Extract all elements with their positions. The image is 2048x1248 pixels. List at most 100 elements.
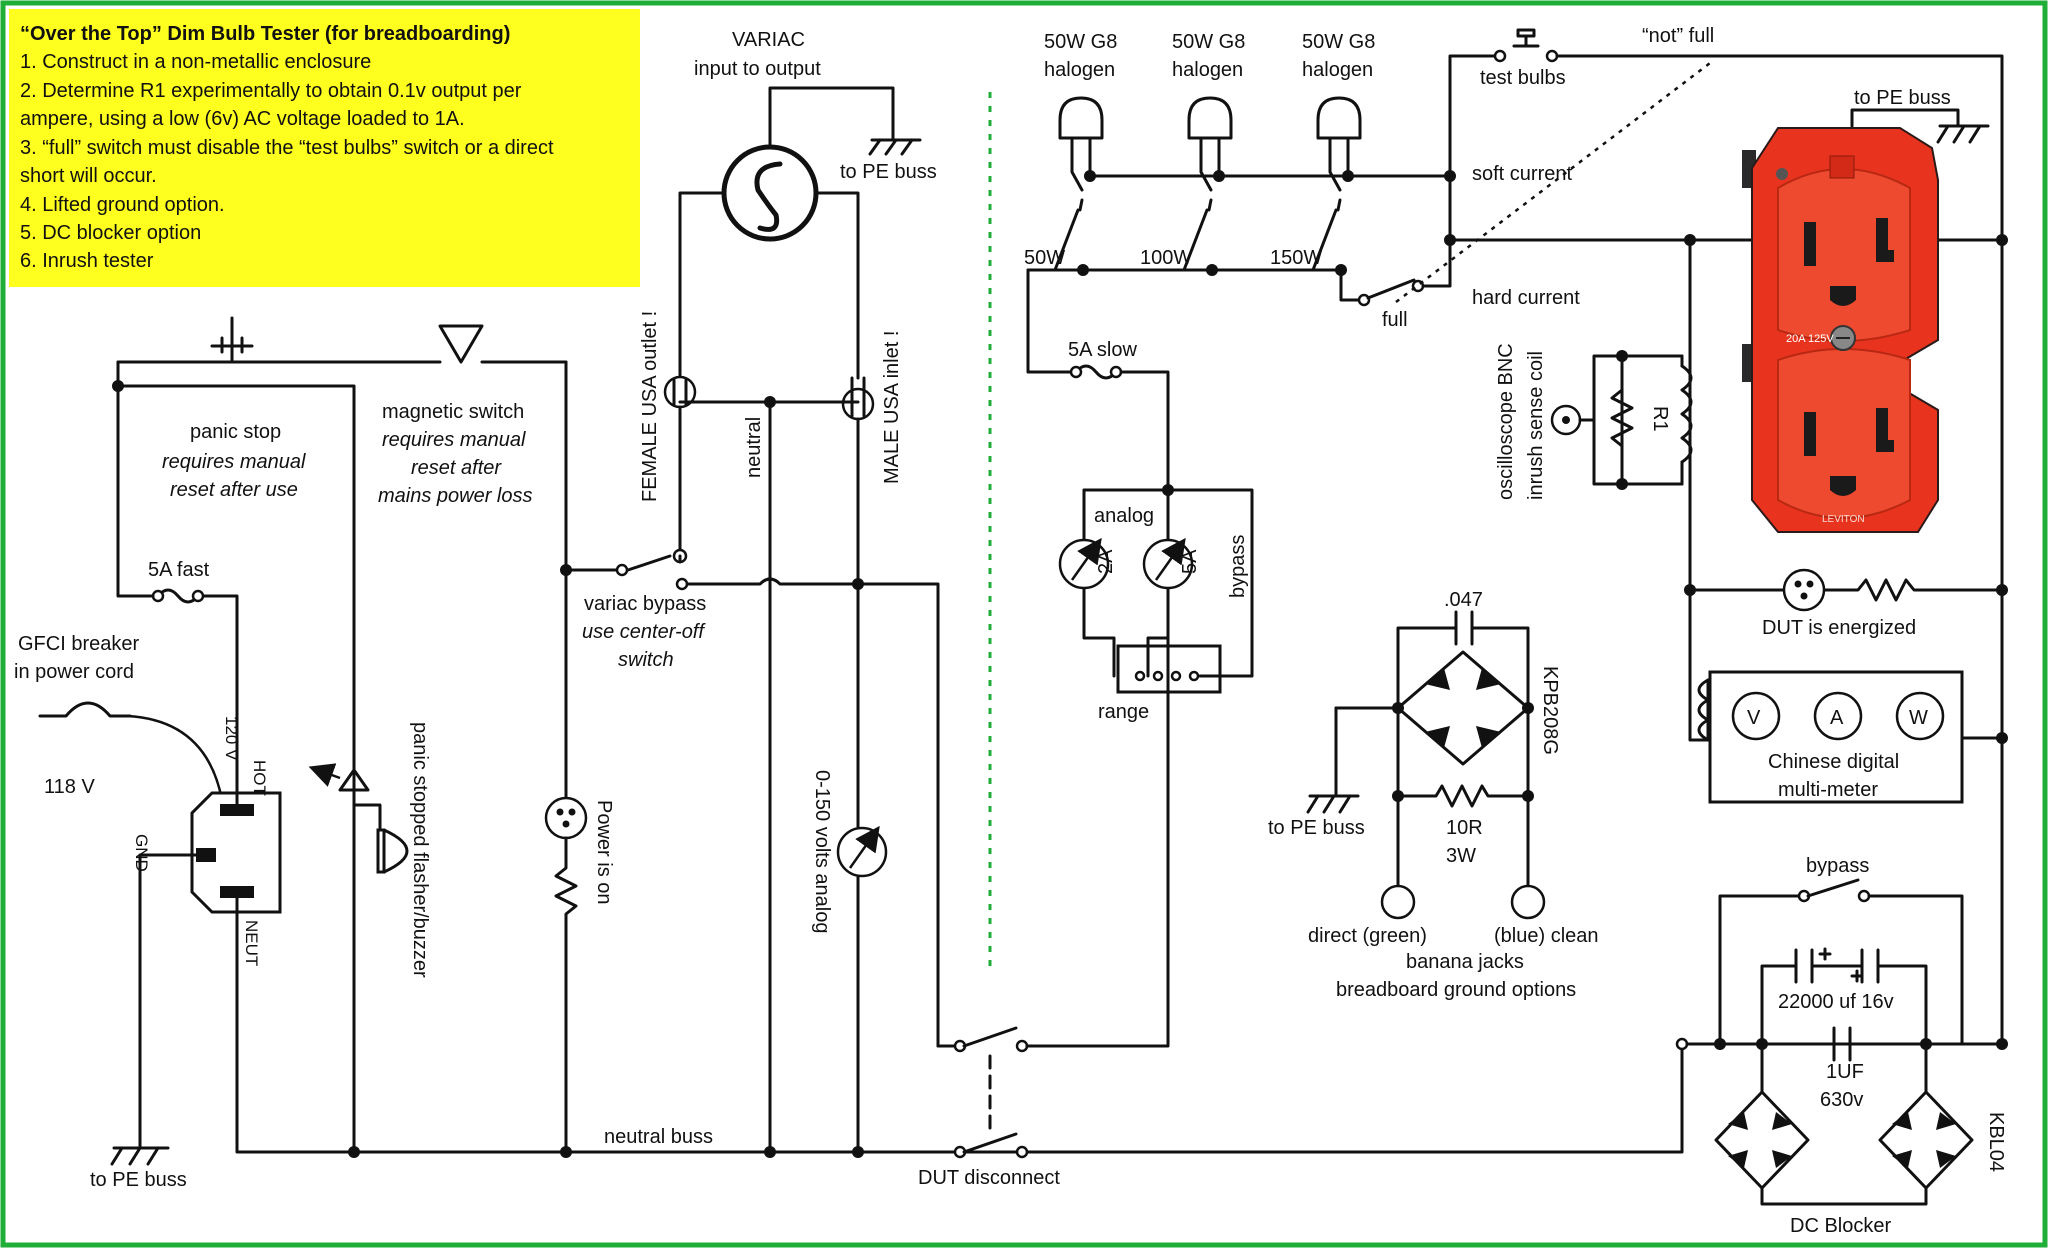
voltmeter-label: 0-150 volts analog (811, 770, 833, 933)
banana-label: breadboard ground options (1336, 979, 1576, 1001)
variac-section: VARIAC input to output to PE buss FEMALE… (564, 29, 1170, 1189)
range-2a-label: 2A (1095, 549, 1117, 574)
selector-150w-label: 150W (1270, 247, 1322, 269)
bridge-rectifier-kpb (1396, 650, 1530, 766)
resistor-10r-label: 3W (1446, 845, 1476, 867)
range-5a-label: 5A (1179, 549, 1201, 574)
inrush-coil (1680, 364, 1693, 464)
panic-flasher-label: panic stopped flasher/buzzer (409, 722, 431, 978)
note-line: 4. Lifted ground option. (20, 194, 225, 216)
ground-options-section: .047 KPB208G to PE buss 10R 3W direct (g… (1268, 589, 1599, 1001)
dut-energized-label: DUT is energized (1762, 617, 1916, 639)
hot-bus-section (564, 360, 682, 572)
cap-22000-symbol (1794, 948, 1880, 984)
plug-body (190, 791, 282, 914)
range-switch[interactable] (1116, 644, 1222, 694)
fuse-5a-fast-label: 5A fast (148, 559, 210, 581)
variac-bypass-blade (626, 554, 672, 572)
fuse-5a-slow-label: 5A slow (1068, 339, 1137, 361)
magnetic-switch-label: magnetic switch (382, 401, 524, 423)
female-outlet-label: FEMALE USA outlet ! (639, 311, 661, 502)
resistor-10r-label: 10R (1446, 817, 1483, 839)
outlet-upper-slot-right (1876, 218, 1894, 262)
panic-stop-wires (116, 316, 234, 388)
cap-1uf-label: 1UF (1826, 1061, 1864, 1083)
blue-clean-label: (blue) clean (1494, 925, 1599, 947)
kbl04-bridge-left (1714, 1090, 1810, 1190)
outlet-upper-slot-left (1804, 222, 1816, 266)
hard-current-label: hard current (1472, 287, 1580, 309)
bulb-2-label: 50W G8 (1172, 31, 1245, 53)
multimeter-coil (1697, 678, 1710, 742)
outlet-pe-ground-icon (1936, 124, 1990, 144)
r1-label: R1 (1649, 406, 1671, 432)
dc-bypass-switch-blade[interactable] (1806, 878, 1860, 898)
dut-energized-lamp (1782, 568, 1826, 612)
bulb-3-label: halogen (1302, 59, 1373, 81)
dc-blocker-section: bypass 22000 uf 16v 1UF 630v KBL04 DC Bl… (1675, 855, 2008, 1237)
resistor-10r (1396, 706, 1530, 808)
panic-flasher-wire (352, 788, 382, 1154)
fuse-to-panic-wire (116, 384, 155, 598)
variac-bypass-note: switch (618, 649, 674, 671)
ground-wire (138, 853, 198, 1150)
bridge-pe-ground-icon (1306, 794, 1360, 814)
duplex-receptacle[interactable]: 20A 125V LEVITON (1742, 127, 1939, 533)
outlet-brand: LEVITON (1822, 514, 1865, 525)
variac-symbol (721, 144, 819, 242)
banana-jack-blue[interactable] (1510, 884, 1546, 920)
full-switch-blade (1366, 278, 1416, 300)
multimeter-a-indicator (1813, 691, 1863, 741)
plug-neutral-blade (220, 886, 254, 898)
variac-bypass-label: variac bypass (584, 593, 706, 615)
male-inlet-label: MALE USA inlet ! (881, 331, 903, 484)
bulb-selector-blades (1053, 208, 1338, 272)
cap-22000-label: 22000 uf 16v (1778, 991, 1894, 1013)
bulb-feed-wire (1026, 268, 1074, 374)
note-line: 3. “full” switch must disable the “test … (20, 137, 554, 159)
outlet-lower-ground-hole (1830, 476, 1856, 496)
gnd-label: GND (132, 834, 151, 872)
variac-pe-wire (768, 86, 895, 149)
gfci-breaker-symbol (38, 701, 132, 718)
cap-047-symbol (1454, 610, 1474, 646)
outlet-lower-slot-right (1876, 408, 1894, 452)
note-line: ampere, using a low (6v) AC voltage load… (20, 108, 465, 130)
cap-1uf-symbol (1832, 1026, 1852, 1062)
magnetic-reset-note: mains power loss (378, 485, 533, 507)
meter-bypass-label: bypass (1227, 535, 1249, 598)
note-line: 1. Construct in a non-metallic enclosure (20, 51, 371, 73)
magnetic-switch-symbol (438, 324, 484, 364)
test-bulbs-wire (1555, 54, 2004, 242)
banana-jack-green[interactable] (1380, 884, 1416, 920)
kbl04-bridge-right (1878, 1090, 1974, 1190)
supply-voltage-label: 118 V (44, 776, 95, 798)
multimeter-v-indicator (1731, 691, 1781, 741)
halogen-bulb-2-icon (1187, 96, 1233, 140)
pe-ground-icon (110, 1146, 170, 1166)
multimeter-v-label: V (1747, 707, 1761, 729)
variac-bypass-output (684, 577, 940, 1048)
full-label: full (1382, 309, 1408, 331)
neutral-buss-wire (235, 896, 1684, 1154)
multimeter-w-label: W (1909, 707, 1928, 729)
plug-hot-blade (220, 804, 254, 816)
power-lamp-resistor (554, 836, 578, 1154)
not-full-label: “not” full (1642, 25, 1714, 47)
pe-buss-label: to PE buss (90, 1169, 187, 1191)
variac-output-wire (814, 191, 860, 380)
kbl04-label: KBL04 (1985, 1112, 2007, 1172)
magnetic-reset-note: reset after (411, 457, 502, 479)
note-line: 2. Determine R1 experimentally to obtain… (20, 80, 522, 102)
magnetic-reset-note: requires manual (382, 429, 526, 451)
test-bulbs-pushbutton[interactable] (1512, 28, 1540, 48)
multimeter-label: Chinese digital (1768, 751, 1899, 773)
multimeter-a-label: A (1830, 707, 1844, 729)
outlet-section: test bulbs “not” full soft current to PE… (1395, 25, 2008, 1046)
panic-flasher-feed (230, 384, 356, 792)
variac-label: input to output (694, 58, 821, 80)
outlet-side-bus (1688, 238, 2004, 1046)
power-is-on-label: Power is on (593, 800, 615, 905)
male-inlet-symbol (841, 387, 875, 421)
fuse-5a-slow-symbol (1074, 364, 1118, 380)
